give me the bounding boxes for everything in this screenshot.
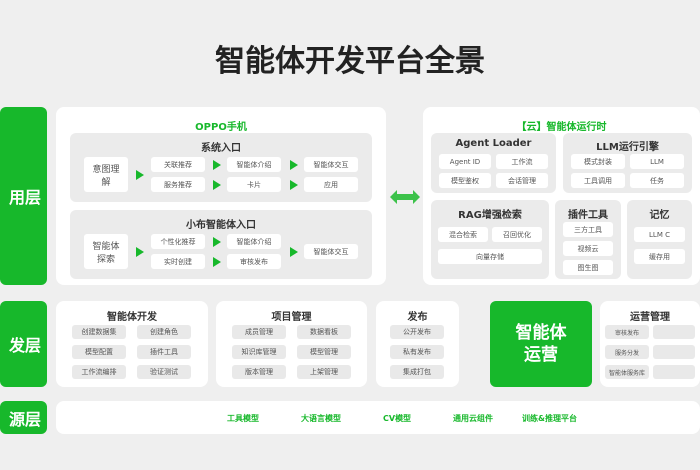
arrow-icon: [213, 180, 221, 190]
arrow-icon: [213, 257, 221, 267]
rag-box: RAG增强检索 混合检索 召回优化 向量存储: [431, 200, 549, 279]
node: 三方工具: [563, 222, 613, 237]
project-mgmt-panel: 项目管理 成员管理 数据看板 知识库管理 模型管理 版本管理 上架管理: [216, 301, 367, 387]
node: 混合检索: [438, 227, 488, 242]
arrow-icon: [136, 170, 144, 180]
resource-item: 大语言模型: [301, 414, 341, 423]
node: 验证测试: [137, 365, 191, 379]
system-entry-title: 系统入口: [201, 143, 241, 154]
node: 公开发布: [390, 325, 444, 339]
arrow-icon: [290, 247, 298, 257]
layer-label-dev: 发层: [0, 301, 47, 387]
agent-loader-box: Agent Loader Agent ID 工作流 模型鉴权 会话管理: [431, 133, 556, 193]
node: 服务推荐: [151, 177, 205, 192]
node: 智能体交互: [304, 244, 358, 259]
node: 成员管理: [232, 325, 286, 339]
node: [653, 365, 695, 379]
agent-dev-panel: 智能体开发 创建数据集 创建角色 模型配置 插件工具 工作流编排 验证测试: [56, 301, 208, 387]
llm-engine-box: LLM运行引擎 模式封装 LLM 工具调用 任务: [563, 133, 692, 193]
arrow-icon: [213, 160, 221, 170]
agent-loader-title: Agent Loader: [455, 138, 532, 149]
publish-title: 发布: [407, 312, 428, 323]
node: 私有发布: [390, 345, 444, 359]
system-entry-box: 系统入口 意图理解 关联推荐 服务推荐 智能体介绍 卡片 智能体交互 应用: [70, 133, 372, 202]
intent-node: 意图理解: [84, 157, 128, 192]
arrow-icon: [136, 247, 144, 257]
node: 工具调用: [571, 173, 625, 188]
node: [653, 325, 695, 339]
node: 视频云: [563, 241, 613, 256]
ops-mgmt-title: 运营管理: [630, 312, 670, 323]
oppo-title: OPPO手机: [195, 122, 247, 133]
double-arrow-icon: [390, 190, 420, 204]
node: 插件工具: [137, 345, 191, 359]
node: 上架管理: [297, 365, 351, 379]
resource-panel: 工具模型 大语言模型 CV模型 通用云组件 训练&推理平台: [56, 401, 700, 434]
node: 会话管理: [496, 173, 548, 188]
arrow-icon: [290, 180, 298, 190]
node: 个性化推荐: [151, 234, 205, 249]
layer-label-resource: 源层: [0, 401, 47, 434]
publish-panel: 发布 公开发布 私有发布 集成打包: [376, 301, 459, 387]
node: 集成打包: [390, 365, 444, 379]
project-mgmt-title: 项目管理: [271, 312, 312, 323]
oppo-panel: OPPO手机 系统入口 意图理解 关联推荐 服务推荐 智能体介绍 卡片 智能体交…: [56, 107, 386, 285]
node: LLM: [630, 154, 684, 169]
node: 知识库管理: [232, 345, 286, 359]
node: 召回优化: [492, 227, 542, 242]
node: 模式封装: [571, 154, 625, 169]
node: 审核发布: [605, 325, 649, 339]
arrow-icon: [290, 160, 298, 170]
node: 工作流: [496, 154, 548, 169]
node: 创建角色: [137, 325, 191, 339]
node: 实时创建: [151, 254, 205, 269]
memory-title: 记忆: [649, 210, 670, 221]
node: 模型配置: [72, 345, 126, 359]
node: 智能体交互: [304, 157, 358, 172]
explore-node: 智能体探索: [84, 234, 128, 269]
node: 向量存储: [438, 249, 542, 264]
xiaobu-entry-title: 小布智能体入口: [186, 220, 256, 231]
agent-dev-title: 智能体开发: [107, 312, 157, 323]
node: 任务: [630, 173, 684, 188]
plugin-box: 插件工具 三方工具 视频云 图生图: [555, 200, 621, 279]
node: 智能体服务库: [605, 365, 649, 379]
node: 模型管理: [297, 345, 351, 359]
node: Agent ID: [439, 154, 491, 169]
node: 创建数据集: [72, 325, 126, 339]
node: [653, 345, 695, 359]
resource-item: CV模型: [383, 414, 412, 423]
node: 卡片: [227, 177, 281, 192]
plugin-title: 插件工具: [568, 210, 608, 221]
node: 模型鉴权: [439, 173, 491, 188]
llm-engine-title: LLM运行引擎: [596, 142, 659, 153]
node: LLM C: [634, 227, 685, 242]
node: 智能体介绍: [227, 157, 281, 172]
node: 缓存用: [634, 249, 685, 264]
node: 应用: [304, 177, 358, 192]
layer-label-app: 用层: [0, 107, 47, 285]
agent-ops-block: 智能体运营: [490, 301, 592, 387]
resource-item: 训练&推理平台: [522, 414, 577, 423]
resource-item: 工具模型: [227, 414, 259, 423]
node: 审核发布: [227, 254, 281, 269]
page-title: 智能体开发平台全景: [215, 44, 485, 79]
node: 版本管理: [232, 365, 286, 379]
node: 数据看板: [297, 325, 351, 339]
rag-title: RAG增强检索: [458, 210, 522, 221]
ops-mgmt-panel: 运营管理 审核发布 服务分发 智能体服务库: [600, 301, 700, 387]
resource-item: 通用云组件: [453, 414, 493, 423]
node: 智能体介绍: [227, 234, 281, 249]
node: 关联推荐: [151, 157, 205, 172]
memory-box: 记忆 LLM C 缓存用: [627, 200, 692, 279]
cloud-title: 【云】智能体运行时: [516, 122, 607, 133]
cloud-runtime-panel: 【云】智能体运行时 Agent Loader Agent ID 工作流 模型鉴权…: [423, 107, 700, 285]
xiaobu-entry-box: 小布智能体入口 智能体探索 个性化推荐 实时创建 智能体介绍 审核发布 智能体交…: [70, 210, 372, 279]
node: 服务分发: [605, 345, 649, 359]
node: 工作流编排: [72, 365, 126, 379]
node: 图生图: [563, 260, 613, 275]
arrow-icon: [213, 237, 221, 247]
